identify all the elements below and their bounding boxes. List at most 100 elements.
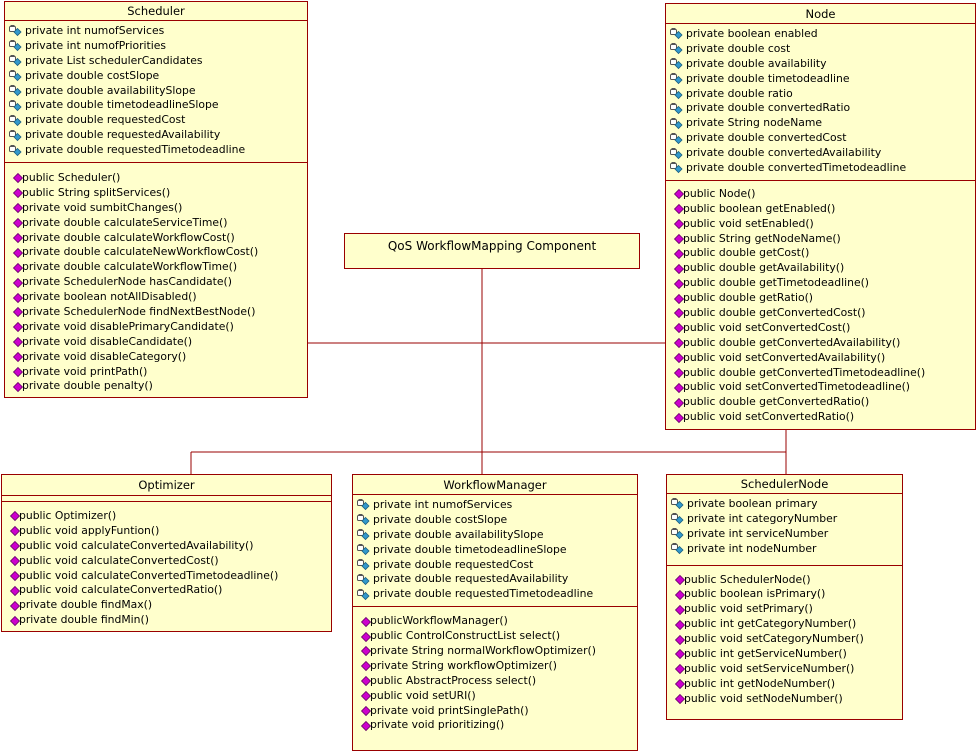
attribute-row[interactable]: private double timetodeadlineSlope	[356, 543, 637, 558]
method-icon	[669, 188, 685, 200]
method-row[interactable]: private void disableCategory()	[8, 350, 307, 365]
method-row[interactable]: public double getConvertedRatio()	[669, 395, 975, 410]
method-row[interactable]: public void setNodeNumber()	[670, 692, 902, 707]
attribute-row[interactable]: private double availabilitySlope	[356, 528, 637, 543]
method-row[interactable]: public int getCategoryNumber()	[670, 617, 902, 632]
attribute-row[interactable]: private int numofServices	[356, 498, 637, 513]
attribute-row[interactable]: private double costSlope	[8, 69, 307, 84]
method-row[interactable]: public double getTimetodeadline()	[669, 276, 975, 291]
attribute-row[interactable]: private double requestedAvailability	[356, 572, 637, 587]
method-row[interactable]: publicWorkflowManager()	[356, 614, 637, 629]
attribute-row[interactable]: private double requestedTimetodeadline	[8, 143, 307, 158]
attribute-row[interactable]: private double requestedCost	[8, 113, 307, 128]
attribute-row[interactable]: private double timetodeadlineSlope	[8, 98, 307, 113]
method-icon	[356, 690, 372, 702]
method-row[interactable]: private void sumbitChanges()	[8, 201, 307, 216]
method-row[interactable]: public Scheduler()	[8, 171, 307, 186]
method-icon	[8, 321, 24, 333]
method-row[interactable]: private void printSinglePath()	[356, 704, 637, 719]
attribute-row[interactable]: private double convertedTimetodeadline	[669, 161, 975, 176]
component-box[interactable]: QoS WorkflowMapping Component	[344, 233, 640, 269]
attribute-row[interactable]: private double cost	[669, 42, 975, 57]
attribute-row[interactable]: private int categoryNumber	[670, 512, 902, 527]
method-label: public void setConvertedRatio()	[683, 410, 855, 424]
method-row[interactable]: public void setPrimary()	[670, 602, 902, 617]
method-row[interactable]: public void setConvertedRatio()	[669, 410, 975, 425]
method-row[interactable]: public Node()	[669, 187, 975, 202]
attribute-row[interactable]: private double availability	[669, 57, 975, 72]
attribute-row[interactable]: private int serviceNumber	[670, 527, 902, 542]
attribute-row[interactable]: private double timetodeadline	[669, 72, 975, 87]
method-row[interactable]: private SchedulerNode findNextBestNode()	[8, 305, 307, 320]
attribute-row[interactable]: private double requestedAvailability	[8, 128, 307, 143]
method-icon	[5, 510, 21, 522]
method-row[interactable]: public void setURI()	[356, 689, 637, 704]
method-row[interactable]: public double getRatio()	[669, 291, 975, 306]
method-row[interactable]: private double calculateWorkflowCost()	[8, 231, 307, 246]
method-row[interactable]: public String splitServices()	[8, 186, 307, 201]
attribute-row[interactable]: private double convertedRatio	[669, 101, 975, 116]
method-row[interactable]: public ControlConstructList select()	[356, 629, 637, 644]
attribute-row[interactable]: private double ratio	[669, 87, 975, 102]
method-row[interactable]: public void calculateConvertedTimetodead…	[5, 569, 331, 584]
method-row[interactable]: public void calculateConvertedRatio()	[5, 583, 331, 598]
method-row[interactable]: private double calculateServiceTime()	[8, 216, 307, 231]
method-row[interactable]: public double getCost()	[669, 246, 975, 261]
method-row[interactable]: private void prioritizing()	[356, 718, 637, 733]
attribute-row[interactable]: private double convertedCost	[669, 131, 975, 146]
method-row[interactable]: public void setServiceNumber()	[670, 662, 902, 677]
method-row[interactable]: private double findMax()	[5, 598, 331, 613]
method-row[interactable]: public double getConvertedAvailability()	[669, 336, 975, 351]
attribute-row[interactable]: private int numofServices	[8, 24, 307, 39]
method-row[interactable]: public void calculateConvertedAvailabili…	[5, 539, 331, 554]
method-label: public int getCategoryNumber()	[684, 617, 857, 631]
method-row[interactable]: public double getConvertedCost()	[669, 306, 975, 321]
method-row[interactable]: public boolean getEnabled()	[669, 202, 975, 217]
method-row[interactable]: private String workflowOptimizer()	[356, 659, 637, 674]
method-row[interactable]: private double findMin()	[5, 613, 331, 628]
attribute-row[interactable]: private double costSlope	[356, 513, 637, 528]
method-row[interactable]: private double calculateWorkflowTime()	[8, 260, 307, 275]
method-row[interactable]: public String getNodeName()	[669, 232, 975, 247]
method-row[interactable]: private SchedulerNode hasCandidate()	[8, 275, 307, 290]
attribute-row[interactable]: private double availabilitySlope	[8, 84, 307, 99]
method-row[interactable]: public void setConvertedAvailability()	[669, 351, 975, 366]
attribute-row[interactable]: private String nodeName	[669, 116, 975, 131]
attribute-row[interactable]: private int numofPriorities	[8, 39, 307, 54]
attribute-row[interactable]: private double requestedTimetodeadline	[356, 587, 637, 602]
method-row[interactable]: public int getServiceNumber()	[670, 647, 902, 662]
method-row[interactable]: public void setConvertedCost()	[669, 321, 975, 336]
method-row[interactable]: public AbstractProcess select()	[356, 674, 637, 689]
method-row[interactable]: public boolean isPrimary()	[670, 587, 902, 602]
attribute-row[interactable]: private double requestedCost	[356, 558, 637, 573]
method-row[interactable]: public void applyFuntion()	[5, 524, 331, 539]
method-row[interactable]: public Optimizer()	[5, 509, 331, 524]
method-row[interactable]: public double getConvertedTimetodeadline…	[669, 366, 975, 381]
method-row[interactable]: private void disablePrimaryCandidate()	[8, 320, 307, 335]
method-row[interactable]: public void setEnabled()	[669, 217, 975, 232]
attribute-row[interactable]: private double convertedAvailability	[669, 146, 975, 161]
method-row[interactable]: public double getAvailability()	[669, 261, 975, 276]
attribute-row[interactable]: private boolean enabled	[669, 27, 975, 42]
method-row[interactable]: public void setCategoryNumber()	[670, 632, 902, 647]
attribute-row[interactable]: private int nodeNumber	[670, 542, 902, 557]
method-row[interactable]: private boolean notAllDisabled()	[8, 290, 307, 305]
method-row[interactable]: private double penalty()	[8, 379, 307, 394]
method-row[interactable]: private void disableCandidate()	[8, 335, 307, 350]
method-row[interactable]: private String normalWorkflowOptimizer()	[356, 644, 637, 659]
method-icon	[356, 720, 372, 732]
method-icon	[669, 367, 685, 379]
class-optimizer[interactable]: Optimizer public Optimizer()public void …	[1, 474, 332, 632]
class-workflowmanager[interactable]: WorkflowManager private int numofService…	[352, 474, 638, 751]
method-row[interactable]: public void calculateConvertedCost()	[5, 554, 331, 569]
method-row[interactable]: private void printPath()	[8, 365, 307, 380]
method-row[interactable]: public void setConvertedTimetodeadline()	[669, 380, 975, 395]
method-row[interactable]: public int getNodeNumber()	[670, 677, 902, 692]
attribute-row[interactable]: private boolean primary	[670, 497, 902, 512]
method-row[interactable]: public SchedulerNode()	[670, 573, 902, 588]
attribute-row[interactable]: private List schedulerCandidates	[8, 54, 307, 69]
method-row[interactable]: private double calculateNewWorkflowCost(…	[8, 245, 307, 260]
